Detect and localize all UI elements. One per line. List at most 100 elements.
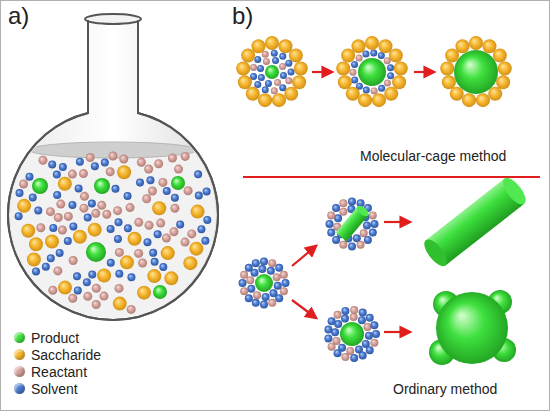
solvent-particle xyxy=(327,229,335,237)
solvent-particle xyxy=(341,307,349,315)
reactant-particle xyxy=(91,209,100,218)
solvent-particle xyxy=(366,314,374,322)
reactant-particle xyxy=(371,87,378,94)
solvent-particle xyxy=(372,330,380,338)
solvent-particle xyxy=(29,193,37,201)
solvent-particle xyxy=(371,220,379,228)
solvent-particle xyxy=(267,267,275,275)
reactant-particle xyxy=(369,211,377,219)
saccharide-particle xyxy=(476,93,490,107)
solvent-particle xyxy=(124,192,132,200)
saccharide-particle xyxy=(147,269,161,283)
solvent-particle xyxy=(365,332,373,340)
saccharide-particle xyxy=(338,75,352,89)
product-particle xyxy=(94,178,110,194)
solvent-particle xyxy=(197,225,205,233)
reactant-particle xyxy=(263,58,270,65)
solvent-particle xyxy=(332,204,340,212)
solvent-particle xyxy=(146,176,154,184)
saccharide-particle xyxy=(365,36,379,50)
reactant-particle xyxy=(115,284,124,293)
solvent-particle xyxy=(195,192,203,200)
saccharide-particle xyxy=(389,49,403,63)
reactant-particle xyxy=(134,218,143,227)
reactant-particle xyxy=(240,271,248,279)
saccharide-particle xyxy=(440,62,454,76)
process-arrow xyxy=(292,300,316,318)
reactant-particle xyxy=(36,223,45,232)
reactant-particle xyxy=(145,221,154,230)
solvent-particle xyxy=(334,214,342,222)
solvent-particle xyxy=(15,212,23,220)
saccharide-particle xyxy=(392,75,406,89)
solvent-particle xyxy=(74,286,82,294)
saccharide-particle xyxy=(394,62,408,76)
reactant-particle xyxy=(268,299,276,307)
solvent-particle xyxy=(84,214,92,222)
saccharide-particle xyxy=(189,242,203,256)
saccharide-particle xyxy=(450,87,464,101)
reactant-particle xyxy=(339,199,347,207)
reactant-particle xyxy=(162,233,171,242)
solvent-particle xyxy=(203,187,211,195)
solvent-particle xyxy=(245,294,253,302)
solvent-particle xyxy=(159,263,167,271)
reactant-particle xyxy=(327,211,335,219)
reactant-particle xyxy=(339,241,347,249)
solvent-particle xyxy=(53,191,61,199)
solvent-particle xyxy=(279,53,286,60)
solvent-particle xyxy=(254,56,261,63)
solvent-particle xyxy=(47,254,55,262)
reactant-particle xyxy=(58,226,67,235)
saccharide-particle xyxy=(236,62,250,76)
saccharide-particle xyxy=(442,75,456,89)
solvent-particle xyxy=(76,158,84,166)
solvent-particle xyxy=(265,80,272,87)
solvent-particle xyxy=(111,185,119,193)
solvent-particle xyxy=(154,230,162,238)
product-particle xyxy=(358,58,386,86)
liquid xyxy=(0,142,230,330)
solvent-particle xyxy=(358,316,366,324)
solvent-particle xyxy=(107,225,115,233)
legend-label: Reactant xyxy=(31,364,87,380)
reactant-particle xyxy=(19,180,28,189)
reactant-particle xyxy=(83,292,92,301)
solvent-particle xyxy=(387,72,394,79)
saccharide-particle xyxy=(272,93,286,107)
solvent-particle xyxy=(364,236,372,244)
saccharide-particle xyxy=(358,93,372,107)
reactant-particle xyxy=(274,79,281,86)
solvent-particle xyxy=(332,236,340,244)
product-particle xyxy=(153,285,167,299)
solvent-particle xyxy=(369,229,377,237)
reactant-particle xyxy=(156,219,165,228)
solvent-particle xyxy=(115,218,123,226)
solvent-particle xyxy=(127,273,135,281)
saccharide-particle xyxy=(128,232,142,246)
reactant-particle xyxy=(280,287,288,295)
solvent-particle xyxy=(83,278,91,286)
solvent-particle xyxy=(362,50,369,57)
process-arrows xyxy=(292,72,434,332)
solvent-particle xyxy=(163,187,171,195)
solvent-particle xyxy=(254,81,261,88)
reactant-particle xyxy=(102,210,111,219)
reactant-particle xyxy=(64,212,73,221)
legend-swatch xyxy=(14,383,25,394)
process-arrow xyxy=(384,331,410,333)
legend-swatch xyxy=(14,366,25,377)
process-arrow xyxy=(312,71,332,73)
solvent-particle xyxy=(203,216,211,224)
solvent-particle xyxy=(73,272,81,280)
reactant-particle xyxy=(126,203,135,212)
saccharide-particle xyxy=(456,39,470,53)
reactant-particle xyxy=(127,305,136,314)
reactant-particle xyxy=(169,227,178,236)
solvent-particle xyxy=(351,61,358,68)
reactant-particle xyxy=(268,259,276,267)
saccharide-particle xyxy=(183,256,197,270)
rod-product xyxy=(420,174,530,269)
method-label: Molecular-cage method xyxy=(360,148,506,164)
